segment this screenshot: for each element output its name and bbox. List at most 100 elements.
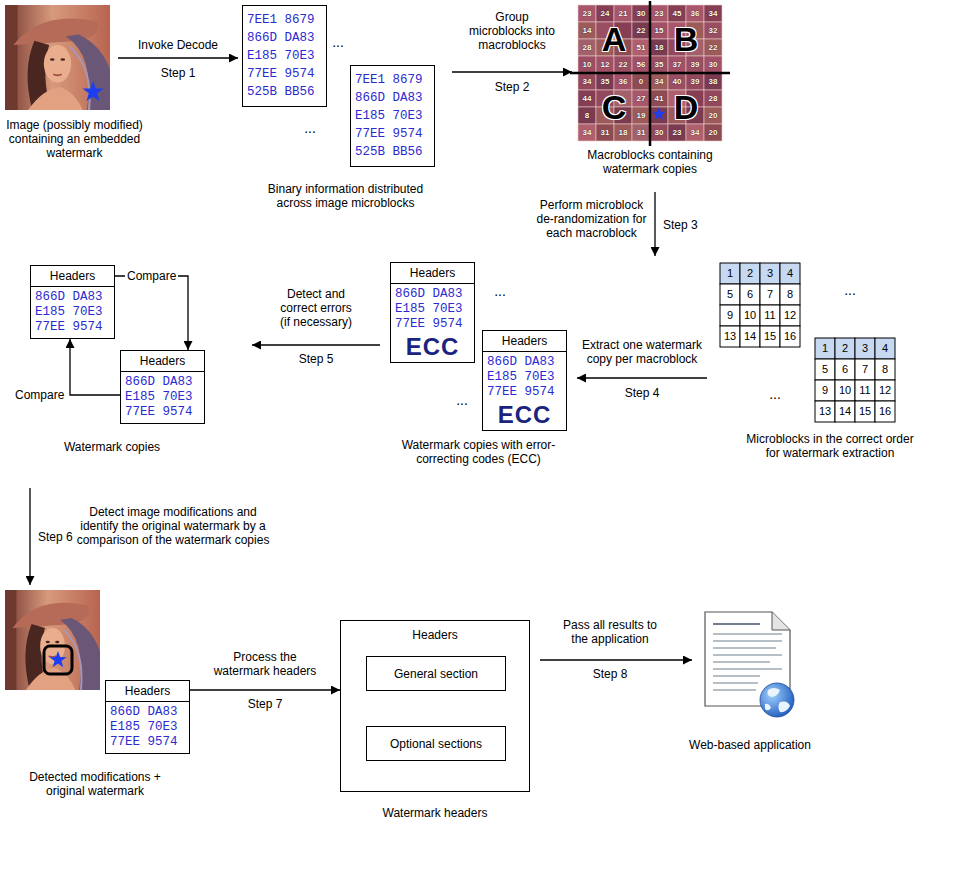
macroblock-cell [704, 39, 722, 56]
microblock-cell [720, 305, 740, 326]
cell-value: 39 [686, 73, 704, 90]
microblock-cell [875, 338, 895, 359]
ellipsis: ... [328, 34, 348, 50]
cell-value: 34 [650, 73, 668, 90]
microblock-number: 15 [760, 326, 780, 347]
macroblock-letter: C [596, 90, 632, 124]
header-section-box: General section [366, 656, 506, 691]
microblock-number: 13 [720, 326, 740, 347]
microblock-cell [875, 401, 895, 422]
watermark-copy-box: Headers866D DA83 E185 70E3 77EE 9574ECC [482, 330, 567, 431]
illustration-part [765, 704, 771, 710]
box-heading: Headers [391, 263, 474, 284]
macroblock-cell [704, 107, 722, 124]
microblock-cell [780, 305, 800, 326]
annotation-label: Step 4 [577, 386, 707, 400]
cell-value: 41 [650, 90, 668, 107]
cell-value: 28 [578, 39, 596, 56]
microblock-cell [855, 401, 875, 422]
cell-value: 22 [704, 39, 722, 56]
hex-data: 866D DA83 E185 70E3 77EE 9574 [391, 284, 474, 335]
microblock-number: 14 [835, 401, 855, 422]
illustration-part [118, 57, 238, 58]
watermark-copy-box: Headers866D DA83 E185 70E3 77EE 9574ECC [390, 262, 475, 363]
ecc-mark: ECC [391, 335, 474, 362]
microblock-cell [855, 338, 875, 359]
cell-value: 39 [686, 56, 704, 73]
macroblock-cell [578, 90, 596, 107]
macroblock-cell [686, 73, 704, 90]
web-page-icon [705, 612, 794, 717]
cell-value: 40 [668, 73, 686, 90]
microblock-number: 5 [815, 359, 835, 380]
cell-value: 34 [686, 124, 704, 141]
microblock-number: 2 [835, 338, 855, 359]
microblock-cell [855, 359, 875, 380]
section-name: Optional sections [390, 736, 482, 752]
macroblock-cell [578, 22, 596, 39]
cell-value: 12 [596, 56, 614, 73]
annotation-label: Binary information distributed across im… [258, 182, 433, 210]
macroblock-cell [650, 124, 668, 141]
macroblock-cell [650, 73, 668, 90]
macroblock-cell [632, 39, 650, 56]
macroblock-cell [614, 124, 632, 141]
microblock-cell [875, 380, 895, 401]
cell-value: 37 [668, 56, 686, 73]
macroblock-cell [632, 90, 650, 107]
annotation-label: Watermark copies with error-correcting c… [396, 438, 561, 466]
annotation-label: Invoke Decode [123, 38, 233, 52]
ellipsis: ... [300, 120, 320, 136]
illustration-part [649, 1, 652, 146]
microblock-number: 8 [875, 359, 895, 380]
illustration-part [252, 344, 380, 345]
microblock-number: 14 [740, 326, 760, 347]
annotation-label: Web-based application [675, 738, 825, 752]
cell-value: 30 [632, 5, 650, 22]
macroblock-cell [578, 124, 596, 141]
macroblock-cell [704, 22, 722, 39]
illustration-part [5, 5, 110, 110]
cell-value: 20 [704, 107, 722, 124]
microblock-cell [740, 284, 760, 305]
macroblock-divider [570, 1, 730, 146]
microblock-cell [780, 326, 800, 347]
cell-value: 30 [650, 124, 668, 141]
annotation-label: Step 7 [210, 697, 320, 711]
illustration-part [760, 683, 794, 717]
annotation-label: Group microblocks into macroblocks [464, 10, 560, 52]
macroblock-cell [578, 56, 596, 73]
macroblock-cell [704, 56, 722, 73]
microblock-cell [720, 326, 740, 347]
illustration-part [577, 377, 707, 378]
microblock-number: 3 [855, 338, 875, 359]
annotation-label: Step 2 [464, 80, 560, 94]
annotation-label: Extract one watermark copy per macrobloc… [577, 338, 707, 366]
microblock-number: 11 [760, 305, 780, 326]
microblock-cell [815, 338, 835, 359]
macroblock-cell [632, 22, 650, 39]
illustration-part [49, 651, 66, 667]
annotation-label: Watermark copies [52, 440, 172, 454]
cell-value: 24 [596, 5, 614, 22]
microblock-number: 6 [835, 359, 855, 380]
macroblock-cell [650, 5, 668, 22]
illustration-part [654, 192, 655, 256]
microblock-cell [740, 263, 760, 284]
microblock-number: 16 [875, 401, 895, 422]
macroblock-cell [596, 5, 614, 22]
microblock-number: 3 [760, 263, 780, 284]
macroblock-cell [632, 73, 650, 90]
microblock-number: 10 [835, 380, 855, 401]
annotation-label: Pass all results to the application [556, 618, 664, 646]
microblock-cell [760, 263, 780, 284]
microblock-number: 16 [780, 326, 800, 347]
annotation-label: Detect and correct errors (if necessary) [276, 287, 356, 329]
macroblock-cell [686, 124, 704, 141]
macroblock-cell [614, 56, 632, 73]
macroblock-letter: B [668, 22, 704, 56]
box-heading: Headers [341, 621, 529, 643]
headers-box: HeadersGeneral sectionOptional sections [340, 620, 530, 792]
modified-image [5, 590, 100, 690]
cell-value: 35 [650, 56, 668, 73]
